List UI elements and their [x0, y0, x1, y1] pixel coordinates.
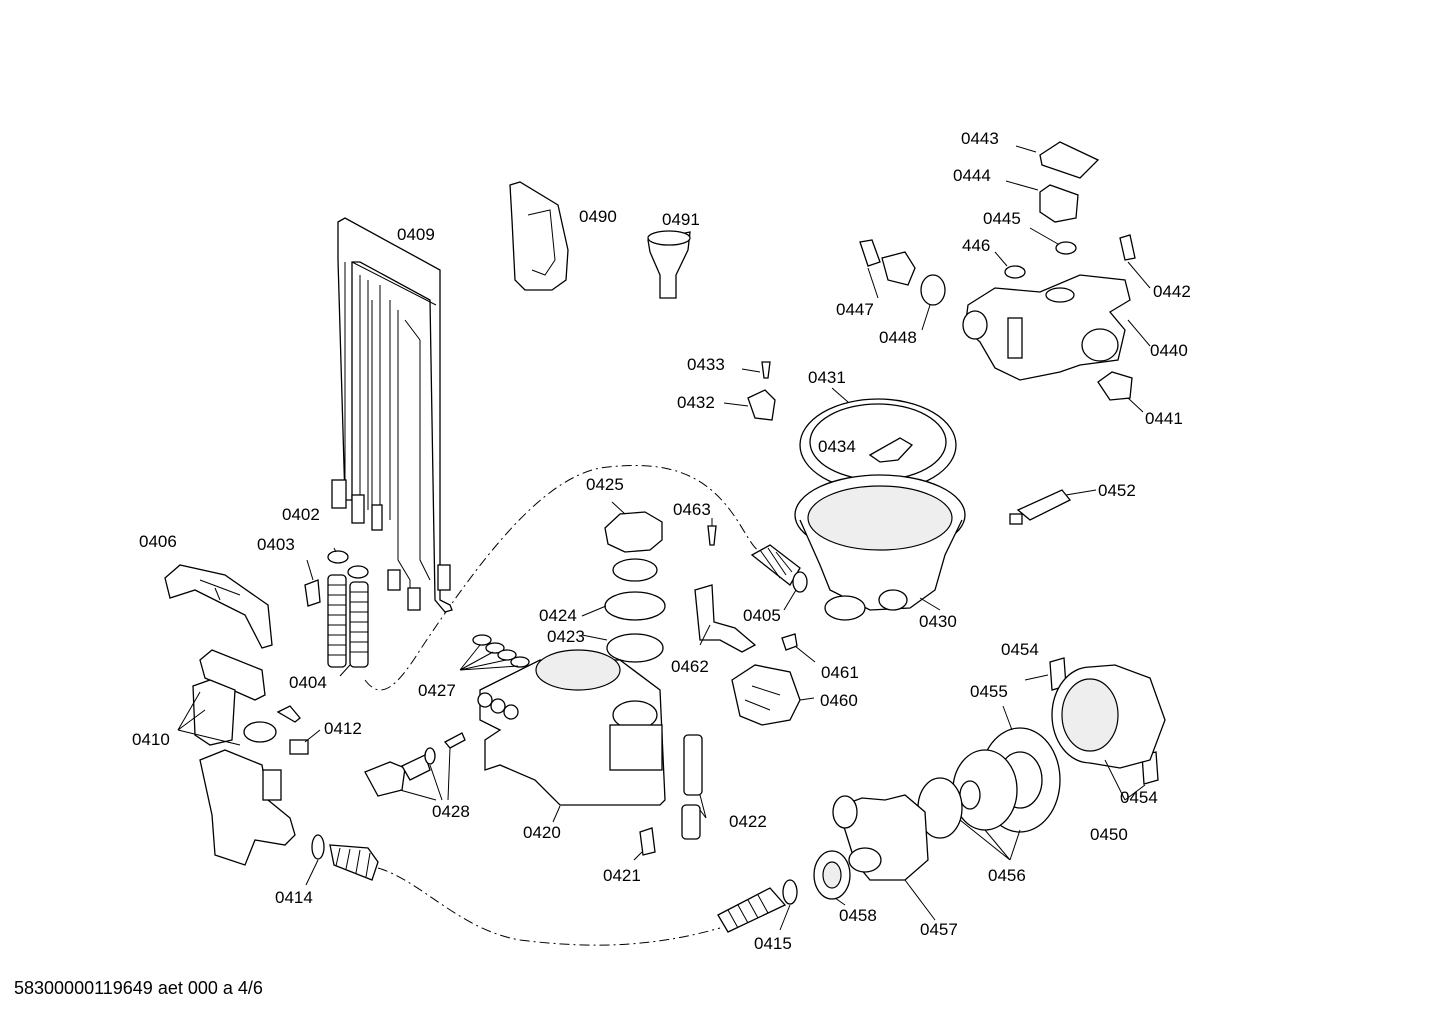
label-0427: 0427	[418, 681, 456, 700]
label-0420: 0420	[523, 823, 561, 842]
label-0454-bottom: 0454	[1120, 788, 1158, 807]
part-0412-clips	[276, 705, 309, 755]
part-0461-clip	[781, 633, 798, 651]
label-0430: 0430	[919, 612, 957, 631]
part-0444-connector	[1039, 184, 1079, 223]
label-0428: 0428	[432, 802, 470, 821]
part-446-ring	[1004, 265, 1026, 279]
part-0434-clip	[868, 437, 914, 463]
label-0414: 0414	[275, 888, 313, 907]
document-id-footer: 58300000119649 aet 000 a 4/6	[14, 978, 263, 998]
part-0491-funnel	[647, 230, 691, 299]
part-0404-corrugated-hoses	[327, 574, 369, 668]
label-0445: 0445	[983, 209, 1021, 228]
label-0443: 0443	[961, 129, 999, 148]
part-0421-clip	[639, 827, 656, 856]
label-0452: 0452	[1098, 481, 1136, 500]
part-0402-seal-rings	[327, 550, 369, 579]
part-0427-caps	[472, 634, 530, 668]
part-0445-ring	[1055, 241, 1077, 255]
part-0410-valve-assembly	[192, 649, 296, 866]
part-labels: 0443 0444 0445 446 0442 0447 0448 0440 0…	[132, 129, 1191, 953]
part-0462-bracket	[694, 584, 757, 653]
label-0461: 0461	[821, 663, 859, 682]
part-0443-cap	[1039, 141, 1100, 179]
part-0460-pump-motor	[731, 664, 801, 726]
label-0450: 0450	[1090, 825, 1128, 844]
label-0425: 0425	[586, 475, 624, 494]
label-0441: 0441	[1145, 409, 1183, 428]
label-0440: 0440	[1150, 341, 1188, 360]
part-0430-sump	[794, 474, 966, 621]
part-0420-water-softener	[477, 649, 666, 806]
label-0448: 0448	[879, 328, 917, 347]
part-0440-valve-block	[962, 274, 1131, 381]
label-0415: 0415	[754, 934, 792, 953]
part-0425-cap	[604, 511, 663, 553]
part-0414-hose	[311, 834, 379, 881]
label-0434: 0434	[818, 437, 856, 456]
label-0405: 0405	[743, 606, 781, 625]
label-0455: 0455	[970, 682, 1008, 701]
part-0406-cover	[164, 564, 273, 649]
part-0441-clamp	[1097, 371, 1133, 401]
part-0456-impeller-seals	[917, 749, 1018, 839]
label-0424: 0424	[539, 606, 577, 625]
label-0447: 0447	[836, 300, 874, 319]
label-0442: 0442	[1153, 282, 1191, 301]
part-0403-clip	[304, 579, 321, 607]
label-0457: 0457	[920, 920, 958, 939]
part-0433-screw	[761, 361, 771, 379]
part-0428-valve	[364, 732, 466, 797]
label-0410: 0410	[132, 730, 170, 749]
label-0490: 0490	[579, 207, 617, 226]
label-0409: 0409	[397, 225, 435, 244]
label-0412: 0412	[324, 719, 362, 738]
label-0422: 0422	[729, 812, 767, 831]
label-0402: 0402	[282, 505, 320, 524]
part-0442-clip	[1119, 234, 1136, 261]
part-0450-motor	[1051, 664, 1166, 769]
part-0422-level-sensor	[681, 734, 703, 840]
part-0423-ring	[606, 633, 664, 663]
label-446: 446	[962, 236, 990, 255]
part-0415-hose	[717, 879, 798, 933]
label-0431: 0431	[808, 368, 846, 387]
label-0403: 0403	[257, 535, 295, 554]
label-0463: 0463	[673, 500, 711, 519]
part-0447-sensor	[859, 239, 916, 286]
label-0421: 0421	[603, 866, 641, 885]
part-0458-seal	[813, 850, 851, 900]
leader-lines	[177, 145, 1151, 931]
label-0423: 0423	[547, 627, 585, 646]
part-0424-rings	[604, 558, 666, 621]
label-0444: 0444	[953, 166, 991, 185]
label-0404: 0404	[289, 673, 327, 692]
label-0406: 0406	[139, 532, 177, 551]
part-0405-hose	[750, 544, 808, 593]
part-0452-heater-tube	[1009, 489, 1072, 525]
label-0491: 0491	[662, 210, 700, 229]
part-0409-tube-assembly	[331, 217, 453, 613]
label-0432: 0432	[677, 393, 715, 412]
label-0456: 0456	[988, 866, 1026, 885]
part-0432-bracket	[747, 389, 776, 421]
label-0433: 0433	[687, 355, 725, 374]
part-0457-pump-housing	[832, 794, 929, 881]
part-0490-funnel-jug	[509, 181, 569, 291]
label-0462: 0462	[671, 657, 709, 676]
label-0454-top: 0454	[1001, 640, 1039, 659]
label-0460: 0460	[820, 691, 858, 710]
part-0463-screw	[707, 525, 717, 546]
hose-routing-lines	[364, 464, 761, 946]
part-0448-ring	[920, 274, 946, 306]
label-0458: 0458	[839, 906, 877, 925]
part-0431-sump-ring	[799, 398, 957, 492]
